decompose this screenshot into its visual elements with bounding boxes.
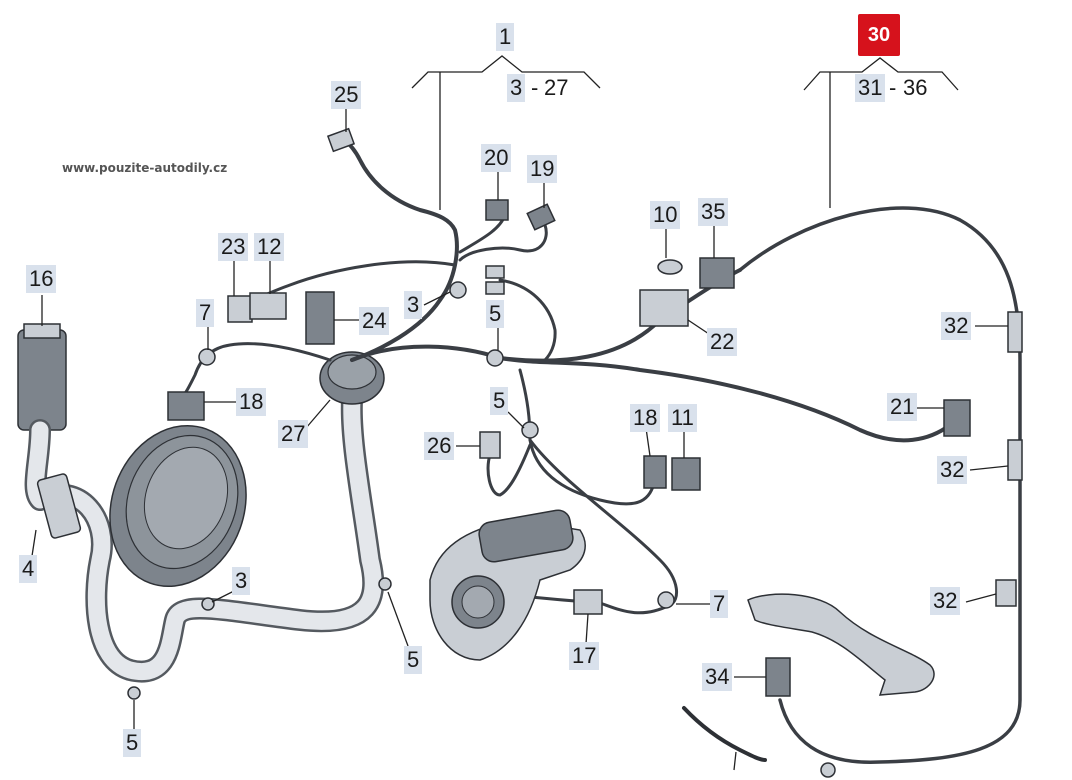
callout-19: 19 [527,155,558,183]
callout-4: 4 [19,555,38,583]
callout-11: 11 [668,404,697,432]
group-label-30: 30 [858,14,900,56]
group-range-sep-1: - [531,75,539,100]
grommet-27 [319,351,385,405]
callout-27: 27 [278,420,309,448]
callout-7-left: 7 [196,299,215,327]
callout-12: 12 [254,233,285,261]
callout-5-top: 5 [486,300,505,328]
callout-32-mid: 32 [937,456,968,484]
callout-18-right: 18 [630,404,661,432]
callout-26: 26 [424,432,455,460]
callout-35: 35 [698,198,729,226]
harness-clips [127,281,836,778]
callout-3-bottom: 3 [232,567,251,595]
connector-16 [17,323,82,539]
callout-5-lower: 5 [404,646,423,674]
door-handle [747,593,935,696]
callout-7-right: 7 [710,590,729,618]
callout-5-bottom: 5 [123,729,142,757]
callout-32-bottom: 32 [930,587,961,615]
leader-lines [31,108,1009,771]
group-bracket-1 [411,55,601,210]
loudspeaker [109,424,247,588]
callout-17: 17 [569,642,600,670]
callout-16: 16 [26,265,57,293]
group-range-end-30: 36 [903,75,928,100]
callout-22: 22 [707,328,738,356]
connectors [167,127,1023,697]
handle-cable-30 [738,206,1022,764]
harness-cables [178,138,952,615]
callout-20: 20 [481,144,512,172]
group-range-start-30: 31 [855,74,886,102]
window-motor [429,509,586,661]
group-range-end-1: 27 [544,75,569,100]
callout-34: 34 [702,663,733,691]
callout-3-top: 3 [404,291,423,319]
group-range-start-1: 3 [507,74,526,102]
watermark: www.pouzite-autodily.cz [62,161,228,175]
group-bracket-30 [803,57,959,208]
group-label-1: 1 [496,23,515,51]
callout-5-mid: 5 [490,387,509,415]
callout-24: 24 [359,307,390,335]
door-hose [29,389,385,683]
callout-10: 10 [650,201,681,229]
callout-23: 23 [218,233,249,261]
callout-32-top: 32 [941,312,972,340]
callout-25: 25 [331,81,362,109]
callout-21: 21 [887,393,918,421]
cable-tie [682,706,767,762]
callout-18-left: 18 [236,388,267,416]
group-range-sep-30: - [889,75,897,100]
